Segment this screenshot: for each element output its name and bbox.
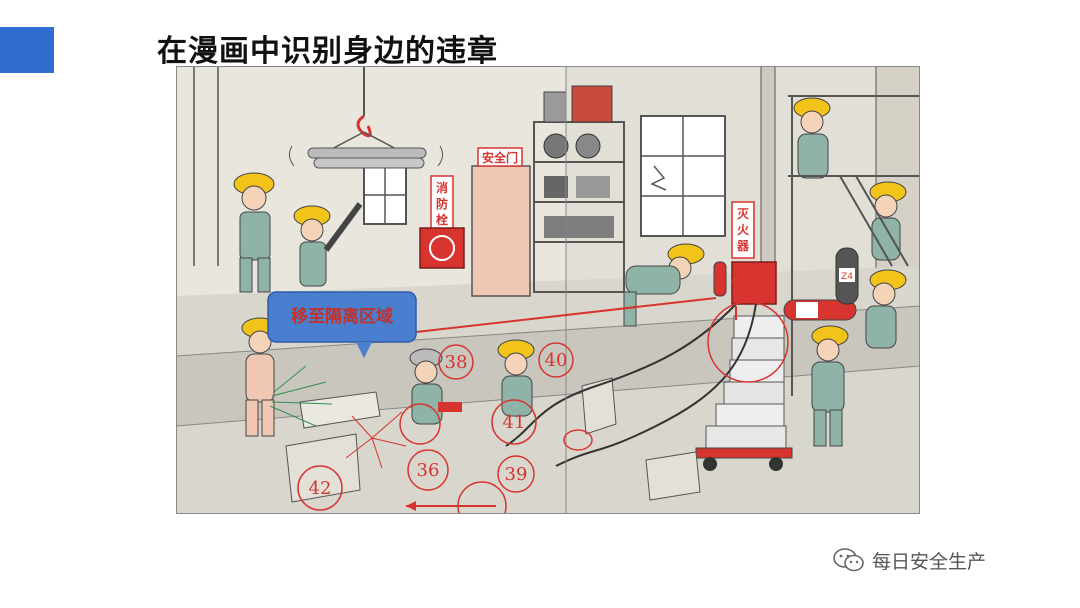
marker-36: 36 (407, 449, 449, 491)
page-title: 在漫画中识别身边的违章 (157, 34, 498, 69)
violation-circle (457, 481, 507, 514)
gas-cylinder-lying (783, 299, 857, 321)
violation-circle (399, 403, 441, 445)
hydrant-sign-char: 消 (436, 180, 448, 195)
worker-welding (409, 348, 462, 425)
scaffold (788, 95, 920, 396)
storage-shelf (533, 85, 625, 293)
welding-hose (555, 303, 757, 467)
marker-label: 42 (309, 478, 332, 499)
worker-pointing (293, 202, 363, 287)
safety-door: 安全门 (471, 147, 531, 297)
window-right (640, 115, 726, 237)
welding-hose (505, 303, 737, 447)
safety-door-sign: 安全门 (482, 150, 518, 165)
crane-hook-with-pipes (288, 66, 444, 169)
marker-label: 37 (737, 272, 760, 293)
worker-running (865, 269, 907, 349)
grinding-sparks (269, 365, 333, 427)
worker-cart (811, 325, 849, 447)
worker-scaffold-top (793, 97, 831, 179)
callout-pointer-line (415, 297, 717, 333)
accent-bar (0, 27, 54, 73)
hydrant-sign-char: 防 (436, 196, 448, 211)
extinguisher-sign-char: 器 (736, 239, 750, 253)
worker-walking (233, 172, 275, 293)
arrow-head (406, 501, 416, 511)
watermark-text: 每日安全生产 (872, 550, 987, 573)
worker-ladder (869, 181, 907, 261)
callout-bubble: 移至隔离区域 (267, 291, 417, 358)
marker-label: 40 (545, 350, 568, 371)
violation-circle (707, 301, 789, 383)
fire-hydrant-sign: 消 防 栓 (419, 175, 465, 269)
wechat-icon (833, 548, 864, 572)
callout-text: 移至隔离区域 (291, 306, 393, 327)
violation-comic-illustration: 安全门 消 防 栓 灭 火 器 (176, 66, 920, 514)
worker-bending (623, 243, 705, 327)
extinguisher-sign-char: 火 (737, 223, 750, 237)
road-edge (176, 365, 920, 427)
watermark: 每日安全生产 (832, 544, 986, 576)
stacked-blocks (695, 315, 793, 471)
marker-label: 39 (505, 464, 528, 485)
welding-sparks (345, 411, 407, 469)
hydrant-box (419, 227, 465, 269)
marker-40: 40 (538, 342, 574, 378)
marker-37: 37 (732, 266, 764, 298)
window-left (363, 165, 407, 225)
gas-cylinder-tag: Z4 (841, 272, 853, 282)
violation-circle (563, 429, 593, 451)
marker-label: 38 (445, 352, 468, 373)
illustration-frame (176, 66, 920, 514)
welding-machine (713, 261, 777, 305)
worker-cutting (497, 339, 535, 417)
marker-41: 41 (491, 399, 537, 445)
extinguisher-sign-char: 灭 (736, 207, 750, 221)
marker-42: 42 (297, 465, 343, 511)
marker-39: 39 (497, 455, 535, 493)
gas-cylinder-standing: Z4 (835, 247, 859, 305)
foreground-blocks (285, 377, 701, 503)
marker-38: 38 (438, 344, 474, 380)
marker-label: 41 (503, 412, 526, 433)
hydrant-sign-char: 栓 (436, 212, 448, 227)
fire-extinguisher-sign: 灭 火 器 (731, 201, 755, 259)
marker-label: 36 (417, 460, 440, 481)
